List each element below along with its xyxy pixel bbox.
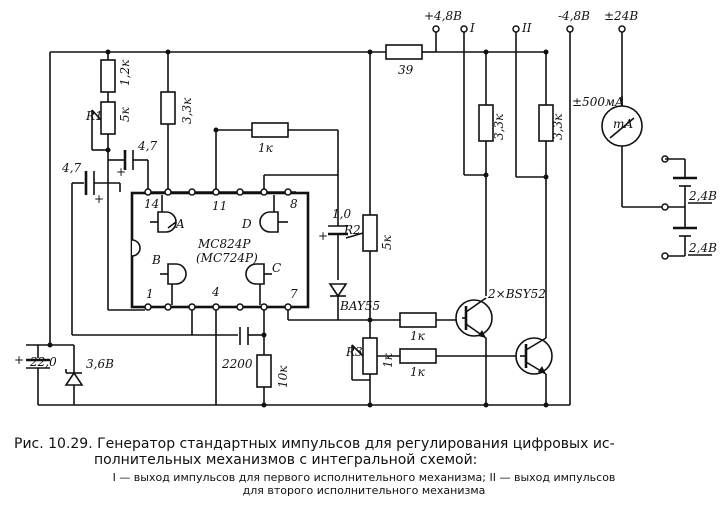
ic-bottom-pins [144,303,292,311]
r1-label: R1 [85,109,103,123]
gate-D: D [241,195,288,233]
r3-label: R3 [345,345,363,359]
resistor-3-3k-b-label: 3,3к [492,113,506,140]
battery-2-label: 2,4В [688,241,717,255]
resistor-3-3k-b: 3,3к [478,49,506,296]
svg-text:+: + [116,165,126,179]
cap-4-7a-label: 4,7 [61,161,81,175]
pin-11: 11 [212,199,227,213]
battery-stack: 2,4В 2,4В [661,155,717,260]
cap-22-label: 22,0 [29,355,57,369]
svg-text:+: + [318,229,328,243]
pin-1: 1 [146,287,154,301]
r2-5k-label: 5к [380,234,394,250]
r1-2k-label: 1,2к [118,59,132,86]
r1k-fb-label: 1к [258,141,274,155]
output-I-terminal: I [460,21,486,176]
potentiometer-r1: R1 5к [85,92,132,161]
bay55-label: BAY55 [339,299,380,313]
gate-C-label: C [272,261,281,275]
capacitor-4-7-upper: 4,7 + [116,139,157,192]
r10k-label: 10к [276,365,290,388]
capacitor-4-7-lower: 4,7 + [61,161,121,335]
transistor-1 [455,297,493,408]
gate-A-label: A [175,217,185,231]
caption-line-1: Рис. 10.29. Генератор стандартных импуль… [14,436,615,452]
gate-C: C [245,261,281,305]
ic-mc824p: MC824P (MC724P) [130,191,310,309]
pin-4: 4 [211,285,220,299]
potentiometer-r2: R2 5к [343,49,394,350]
circuit-schematic: 39 +4,8В I II -4,8В ±24В 3,3к [14,9,717,408]
caption-line-2: полнительных механизмов с интегральной с… [94,452,478,468]
resistor-39-label: 39 [398,63,414,77]
base-resistor-2: 1к [377,348,520,379]
output-I-label: I [469,21,475,35]
gate-A: A [150,195,185,233]
zener-label: 3,6В [86,357,114,371]
battery-1-label: 2,4В [688,189,717,203]
cap-22-plus: + [14,353,24,367]
supply-24-label: ±24В [604,9,638,23]
supply-24-terminal: ±24В [604,9,638,106]
caption-line-3: I — выход импульсов для первого исполнит… [112,471,616,484]
r2-label: R2 [343,223,361,237]
rb2-label: 1к [410,365,426,379]
top-rail [50,25,440,53]
meter-range: ±500мА [572,95,624,109]
pin-7: 7 [290,287,298,301]
svg-text:+: + [94,192,104,206]
resistor-39: 39 [385,44,423,77]
gate-B: B [151,253,187,305]
r3-1k-label: 1к [381,352,395,368]
ic-top-pins [144,188,296,196]
resistor-1k-feedback: 1к [213,122,339,205]
output-II-terminal: II [512,21,546,178]
rb1-label: 1к [410,329,426,343]
resistor-3-3k-c-label: 3,3к [551,113,565,140]
milliammeter: mA ±500мА [572,95,665,208]
output-II-label: II [521,21,532,35]
capacitor-1-0: 1,0 + [263,174,351,280]
caption-line-4: для второго исполнительного механизма [242,484,486,497]
ic-name: MC824P [197,237,251,251]
cap-1-0-label: 1,0 [332,207,351,221]
r3-3k-a-label: 3,3к [180,97,194,124]
cap-2200-label: 2200 [221,357,253,371]
resistor-3-3k-a: 3,3к [160,49,194,189]
r1-5k-label: 5к [118,106,132,122]
supply-minus48-terminal: -4,8В [558,9,590,405]
base-resistor-1: 1к [370,312,462,343]
capacitor-2200: 2200 [221,327,264,371]
resistor-10k: 10к [256,332,290,408]
figure-caption: Рис. 10.29. Генератор стандартных импуль… [14,436,714,497]
pin-8: 8 [290,197,298,211]
gate-D-label: D [241,217,252,231]
gate-B-label: B [151,253,161,267]
meter-symbol: mA [613,117,633,131]
ic-alt-name: (MC724P) [196,251,258,265]
cap-4-7b-label: 4,7 [137,139,157,153]
transistor-2 [515,337,553,408]
transistors-label: 2×BSY52 [487,287,546,301]
left-supply-branch: + 22,0 3,6В [14,52,114,405]
supply-plus48-label: +4,8В [424,9,462,23]
resistor-3-3k-c: 3,3к [538,49,565,338]
supply-minus48-label: -4,8В [558,9,590,23]
resistor-1-2k: 1,2к [100,49,132,93]
pin-14: 14 [144,197,159,211]
diode-bay55: BAY55 [328,283,380,320]
